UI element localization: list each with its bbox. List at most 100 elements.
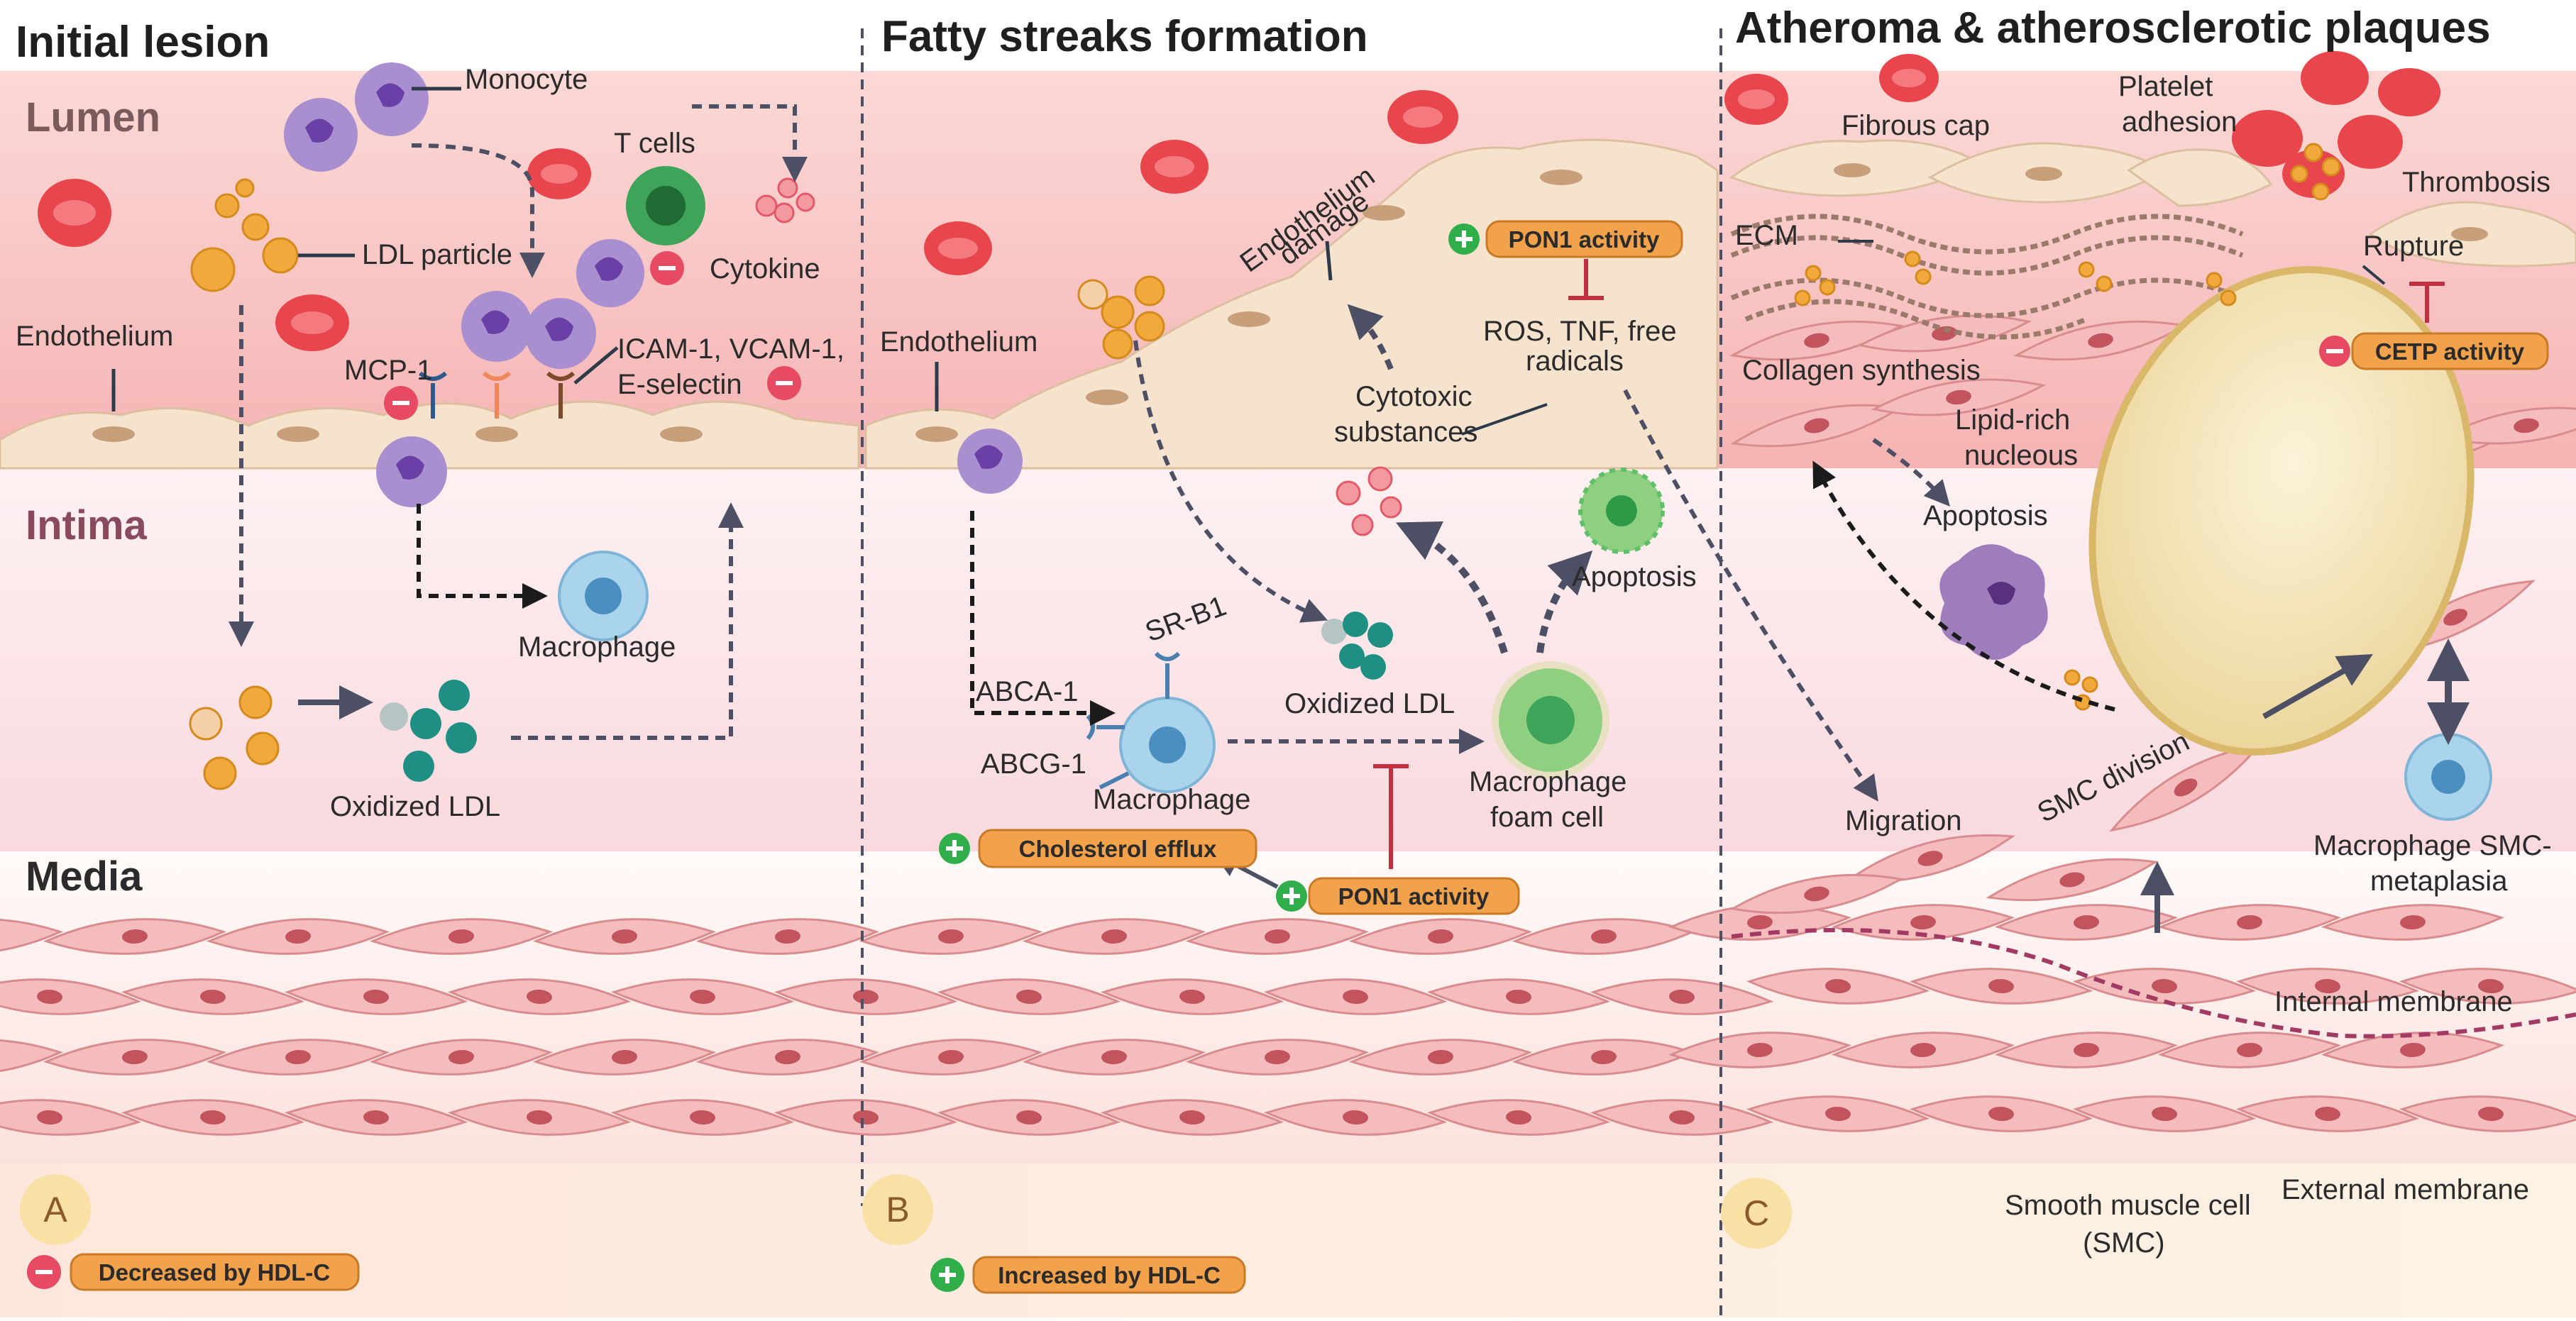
smooth-muscle-cell — [2157, 904, 2342, 941]
label-macrophage-a: Macrophage — [518, 631, 676, 663]
panel-c-cells — [1724, 51, 2492, 933]
smooth-muscle-cell — [1590, 1099, 1774, 1136]
monocyte-cell — [284, 98, 358, 172]
minus-markers — [384, 251, 801, 420]
smooth-muscle-cell — [1729, 873, 1904, 914]
smooth-muscle-cell — [1512, 918, 1696, 955]
label-cytotoxic-2: substances — [1334, 416, 1477, 448]
pill-pon1-bottom: PON1 activity — [1276, 877, 1520, 915]
panel-letter-c: C — [1744, 1193, 1769, 1233]
label-monocyte: Monocyte — [465, 64, 588, 95]
smooth-muscle-cell — [1668, 1032, 1852, 1068]
label-oxidized-ldl-b: Oxidized LDL — [1284, 688, 1455, 719]
smooth-muscle-cell — [1909, 968, 2093, 1005]
panel-a-cells — [38, 62, 815, 790]
smooth-muscle-cell — [43, 918, 227, 955]
apoptotic-cell — [1939, 544, 2048, 660]
pill-cetp-text: CETP activity — [2375, 338, 2525, 365]
smooth-muscle-cell — [369, 918, 554, 955]
smooth-muscle-cell — [774, 978, 958, 1015]
smooth-muscle-cell — [937, 1099, 1121, 1136]
smooth-muscle-cell — [2235, 968, 2420, 1005]
media-smooth-muscle-cells — [0, 918, 1774, 1136]
ecm-fibres — [1730, 214, 2244, 340]
label-apoptosis-c: Apoptosis — [1923, 500, 2048, 531]
red-blood-cell — [1140, 140, 1209, 194]
smooth-muscle-cell — [1994, 904, 2179, 941]
smooth-muscle-cell — [1590, 978, 1774, 1015]
smooth-muscle-cell — [0, 1099, 142, 1136]
label-fibrous-cap: Fibrous cap — [1842, 110, 1990, 141]
label-abcg1: ABCG-1 — [981, 748, 1086, 780]
smooth-muscle-cell — [1185, 1039, 1370, 1076]
label-lipid-2: nucleous — [1964, 440, 2078, 471]
pathway-arrows-a — [229, 104, 808, 740]
platelet-dots — [1794, 143, 2341, 711]
smooth-muscle-cell — [1729, 320, 1904, 361]
layer-media: Media — [26, 853, 143, 900]
smooth-muscle-cell — [532, 918, 717, 955]
oxidized-ldl-cluster — [380, 680, 477, 782]
inhibition-cetp — [2409, 282, 2445, 323]
smooth-muscle-cell — [284, 978, 468, 1015]
legend-decreased-text: Decreased by HDL-C — [99, 1259, 330, 1286]
smooth-muscle-cell — [1871, 378, 2047, 416]
smooth-muscle-cell — [206, 1039, 390, 1076]
label-foam-1: Macrophage — [1469, 766, 1626, 797]
pathway-arrows-b — [970, 304, 1878, 802]
layer-lumen: Lumen — [26, 94, 160, 140]
smooth-muscle-cell — [1844, 834, 2016, 883]
smooth-muscle-cell — [1668, 904, 1852, 941]
ldl-cluster — [189, 685, 280, 790]
smooth-muscle-cell — [2321, 904, 2505, 941]
smooth-muscle-cell — [1746, 1095, 1930, 1132]
label-metaplasia-2: metaplasia — [2370, 866, 2508, 897]
pill-cholesterol-efflux: Cholesterol efflux — [939, 829, 1257, 868]
pill-cetp: CETP activity — [2319, 332, 2549, 370]
smooth-muscle-cell — [2321, 1032, 2505, 1068]
pill-pon1-bottom-text: PON1 activity — [1338, 883, 1490, 910]
smooth-muscle-cell — [1512, 1039, 1696, 1076]
label-smc-1: Smooth muscle cell — [2005, 1190, 2251, 1221]
legend-increased: Increased by HDL-C — [930, 1256, 1246, 1294]
macrophage-cell — [558, 551, 649, 641]
red-blood-cell — [527, 148, 591, 199]
layer-intima: Intima — [26, 502, 148, 548]
label-thrombosis: Thrombosis — [2402, 167, 2550, 198]
label-ros-1: ROS, TNF, free — [1483, 316, 1677, 347]
label-ros-2: radicals — [1526, 346, 1624, 377]
t-cell — [626, 166, 705, 245]
smooth-muscle-cell — [43, 1039, 227, 1076]
label-ecm: ECM — [1735, 220, 1798, 251]
macrophage-cell — [2404, 733, 2492, 821]
smooth-muscle-cell — [1100, 978, 1284, 1015]
label-cytotoxic-1: Cytotoxic — [1355, 381, 1473, 412]
ldl-particles — [190, 178, 299, 292]
smooth-muscle-cell — [0, 978, 142, 1015]
heading-a: Initial lesion — [16, 18, 270, 67]
label-collagen: Collagen synthesis — [1742, 355, 1981, 386]
red-blood-cell — [924, 221, 992, 275]
smooth-muscle-cell — [1746, 968, 1930, 1005]
label-cytokine: Cytokine — [710, 253, 820, 284]
label-platelet-1: Platelet — [2118, 71, 2213, 102]
smooth-muscle-cell — [121, 1099, 305, 1136]
foam-cell — [1492, 661, 1609, 779]
smooth-muscle-cell — [1426, 1099, 1611, 1136]
transporter-receptors — [1086, 651, 1181, 790]
smooth-muscle-cell — [610, 1099, 795, 1136]
label-migration: Migration — [1845, 805, 1962, 836]
pathway-arrows-c — [1812, 438, 2470, 933]
legend-decreased: Decreased by HDL-C — [27, 1253, 360, 1291]
smooth-muscle-cell — [447, 978, 632, 1015]
panel-b-cells — [924, 90, 1878, 889]
panel-letter-a: A — [43, 1190, 67, 1229]
smooth-muscle-cell — [2157, 1032, 2342, 1068]
oxidized-ldl-cluster — [1321, 612, 1393, 680]
smooth-muscle-cell — [2399, 968, 2576, 1005]
smooth-muscle-cell — [1986, 858, 2159, 902]
smooth-muscle-cell — [447, 1099, 632, 1136]
monocyte-cell — [525, 298, 596, 369]
heading-b: Fatty streaks formation — [881, 12, 1368, 61]
